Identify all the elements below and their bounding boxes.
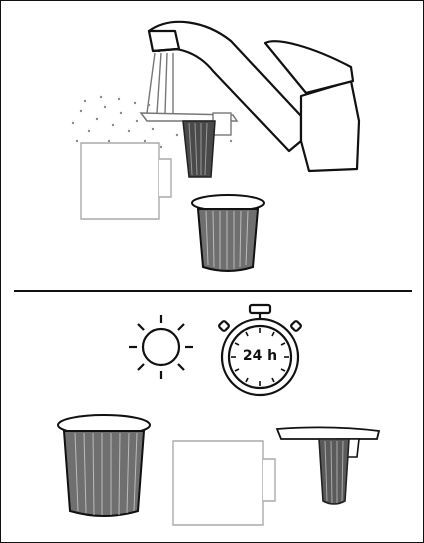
lid-with-filter-drying xyxy=(275,426,381,505)
filter-cartridge-icon xyxy=(191,194,265,272)
cup-drying xyxy=(172,440,276,526)
rinse-illustration xyxy=(71,20,361,272)
dry-step-panel: 24 h xyxy=(1,292,423,542)
section-divider xyxy=(14,290,412,292)
filter-cartridge-drying xyxy=(57,414,151,517)
filter-lid-under-tap xyxy=(139,112,239,178)
water-stream xyxy=(146,52,174,114)
dry-illustration xyxy=(57,303,381,526)
faucet-icon xyxy=(147,20,361,173)
stopwatch-icon xyxy=(218,303,302,397)
cup-icon xyxy=(80,142,172,220)
timer-duration-label: 24 h xyxy=(242,348,278,364)
rinse-step-panel xyxy=(1,1,423,291)
sun-icon xyxy=(129,315,193,379)
